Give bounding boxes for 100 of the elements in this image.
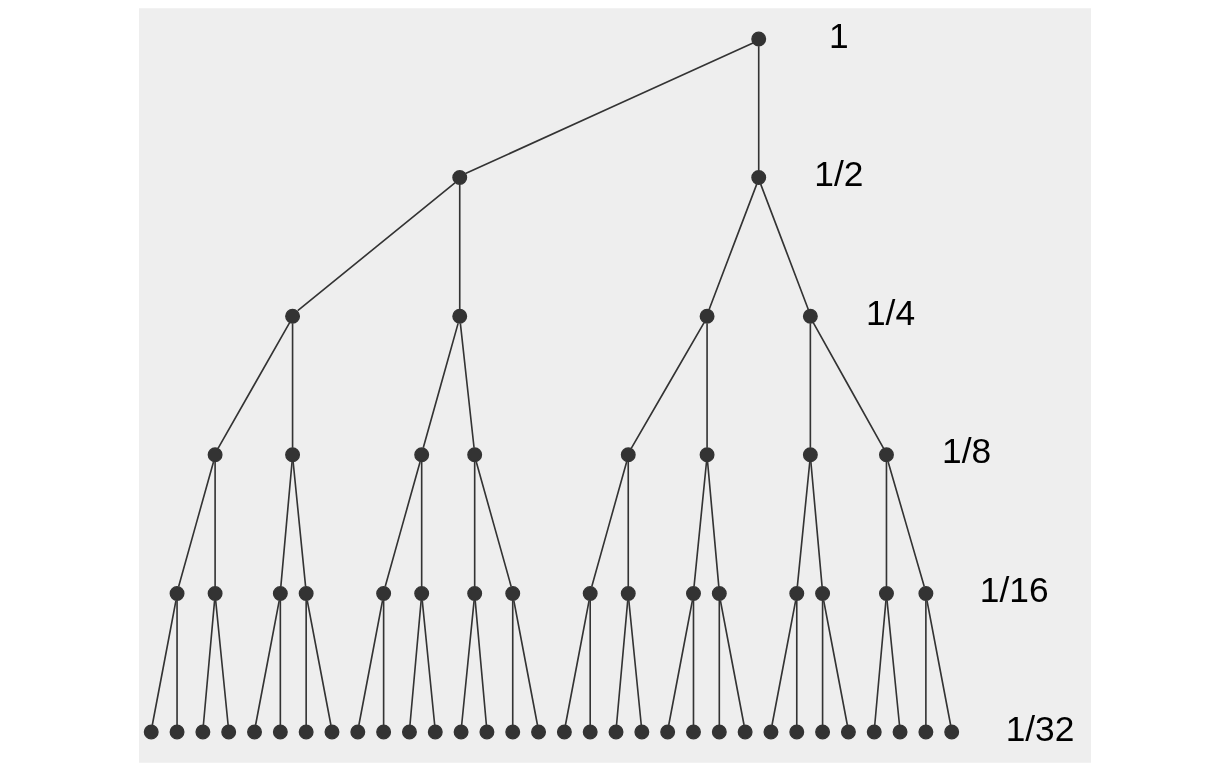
node-circle (737, 724, 753, 740)
connector (421, 322, 459, 449)
connector (795, 599, 798, 726)
node-circle (375, 724, 391, 740)
node-circle (788, 585, 804, 601)
connector (151, 599, 177, 726)
connector (214, 599, 229, 726)
connector (459, 322, 475, 449)
node-circle (685, 724, 701, 740)
connector (718, 599, 720, 726)
connector (809, 461, 823, 588)
node-circle (608, 724, 623, 740)
node-circle (711, 724, 727, 740)
connector (796, 461, 811, 588)
label: 1/4 (865, 292, 915, 332)
node-circle (504, 724, 520, 740)
node-circle (530, 724, 546, 740)
node-circle (750, 170, 766, 186)
node-circle (143, 724, 159, 740)
connector (511, 599, 514, 726)
node-circle (207, 447, 223, 463)
node-circle (699, 308, 715, 324)
label: 1/32 (1005, 708, 1074, 748)
node-circle (699, 447, 715, 463)
connector (873, 599, 887, 726)
connector (588, 599, 591, 726)
connector (460, 599, 475, 726)
connector (291, 461, 306, 588)
node-circle (169, 724, 185, 740)
connector (382, 599, 384, 726)
node-circle (466, 585, 482, 601)
connector (759, 183, 809, 311)
connector (473, 461, 475, 588)
node-circle (917, 585, 933, 601)
connector (925, 599, 951, 726)
connector (629, 321, 705, 450)
connector (590, 461, 627, 588)
connector (420, 461, 422, 588)
node-circle (556, 724, 572, 740)
connector (216, 321, 290, 450)
connector (757, 45, 760, 172)
node-circle (298, 724, 314, 740)
node-circle (220, 724, 236, 740)
connector (458, 183, 461, 310)
connector (464, 42, 754, 175)
node-circle (451, 170, 467, 186)
node-circle (478, 724, 494, 740)
node-circle (878, 447, 894, 463)
connector (564, 599, 590, 726)
connector (886, 461, 925, 588)
node-circle (349, 724, 365, 740)
node-circle (401, 724, 417, 740)
connector (357, 599, 383, 726)
connector (821, 599, 823, 726)
connector (822, 599, 848, 726)
connector (254, 599, 280, 726)
node-circle (582, 585, 598, 601)
connector (296, 182, 456, 312)
node-circle (272, 585, 288, 601)
connector (305, 599, 332, 726)
node-circle (814, 724, 830, 740)
node-circle (466, 447, 482, 463)
node-circle (284, 447, 300, 463)
node-circle (943, 724, 959, 740)
node-circle (284, 308, 300, 324)
node-circle (840, 724, 856, 740)
node-circle (620, 585, 636, 601)
node-circle (298, 585, 314, 601)
connector (719, 599, 745, 726)
connector (304, 599, 307, 726)
connector (924, 599, 927, 726)
node-circle (413, 585, 429, 601)
connector (279, 599, 281, 726)
connector (705, 322, 708, 449)
node-circle (194, 724, 210, 740)
node-circle (814, 585, 830, 601)
connector (213, 461, 216, 588)
node-circle (917, 724, 933, 740)
node-circle (413, 447, 429, 463)
connector (475, 461, 512, 588)
connector (809, 322, 811, 449)
node-circle (788, 724, 804, 740)
node-circle (750, 31, 766, 47)
node-circle (504, 585, 520, 601)
connector (175, 599, 178, 726)
label: 1/2 (813, 154, 863, 194)
connector (885, 599, 900, 726)
node-circle (762, 724, 778, 740)
connector (512, 599, 538, 726)
connector (885, 461, 887, 588)
label: 1/8 (941, 431, 991, 471)
node-circle (324, 724, 339, 740)
connector (707, 183, 758, 311)
node-circle (375, 585, 391, 601)
connector (420, 599, 435, 726)
connector (692, 461, 707, 588)
node-circle (659, 724, 675, 740)
node-circle (272, 724, 288, 740)
connector (667, 599, 693, 726)
node-circle (451, 308, 467, 324)
